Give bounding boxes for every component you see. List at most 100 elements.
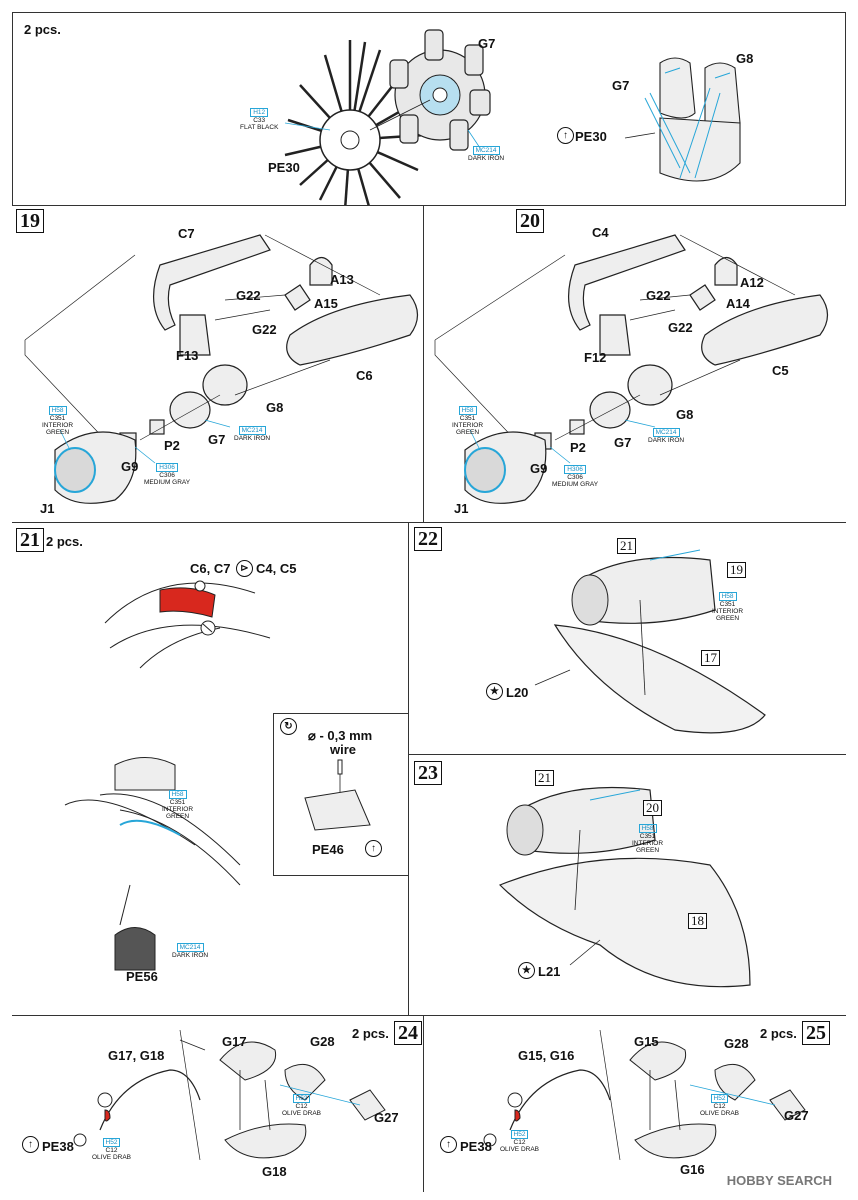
- step-21-parts-right: C4, C5: [256, 561, 297, 576]
- wire-part-drawing: [304, 759, 371, 831]
- pe-arrow-icon: ↑: [22, 1136, 39, 1153]
- ref-step-21: 21: [617, 538, 636, 554]
- label-l20: L20: [506, 685, 529, 700]
- step-19-drawing: [24, 234, 419, 504]
- step-21-number: 21: [16, 528, 44, 552]
- label-c7: C7: [178, 226, 195, 241]
- step-24-drawing: [73, 1029, 386, 1161]
- label-g22-b: G22: [252, 322, 277, 337]
- label-pe30: PE30: [268, 160, 300, 175]
- cowl-detail-drawing: [624, 57, 741, 182]
- label-g9: G9: [530, 461, 548, 476]
- step-24-number: 24: [394, 1021, 422, 1045]
- step-21-parts-left: C6, C7: [190, 561, 231, 576]
- label-a13: A13: [330, 272, 354, 287]
- label-g7: G7: [614, 435, 632, 450]
- label-g7: G7: [478, 36, 496, 51]
- pe-arrow-icon: ↑: [557, 127, 574, 144]
- alternate-version-icon: ⊳: [236, 560, 253, 577]
- label-g7-detail: G7: [612, 78, 630, 93]
- star-icon: ★: [486, 683, 503, 700]
- step-22-panel: [408, 522, 846, 755]
- label-g15: G15: [634, 1034, 659, 1049]
- label-g22-a: G22: [236, 288, 261, 303]
- step-19-number: 19: [16, 209, 44, 233]
- label-j1: J1: [40, 501, 55, 516]
- label-f12: F12: [584, 350, 607, 365]
- label-c5: C5: [772, 363, 789, 378]
- ref-step-18: 18: [688, 913, 707, 929]
- label-g28: G28: [310, 1034, 335, 1049]
- step-22-drawing: [534, 549, 766, 734]
- wire-dimension: ⌀ - 0,3 mm: [308, 728, 373, 743]
- rotate-icon: ↻: [280, 718, 297, 735]
- label-a12: A12: [740, 275, 764, 290]
- label-g27: G27: [374, 1110, 399, 1125]
- label-f13: F13: [176, 348, 199, 363]
- ref-step-17: 17: [701, 650, 720, 666]
- pe-arrow-icon: ↑: [440, 1136, 457, 1153]
- wire-word: wire: [330, 742, 357, 757]
- ref-step-19: 19: [727, 562, 746, 578]
- label-g8: G8: [266, 400, 284, 415]
- label-g17-g18: G17, G18: [108, 1048, 165, 1063]
- step-21-upper-drawing: [104, 580, 271, 669]
- label-g15-g16: G15, G16: [518, 1048, 575, 1063]
- label-g17: G17: [222, 1034, 247, 1049]
- label-j1: J1: [454, 501, 469, 516]
- label-pe56: PE56: [126, 969, 158, 984]
- step-23-number: 23: [414, 761, 442, 785]
- label-c4: C4: [592, 225, 609, 240]
- engine-exploded-drawing: [284, 29, 491, 211]
- label-pe38: PE38: [460, 1139, 492, 1154]
- label-c6: C6: [356, 368, 373, 383]
- step-25-pcs: 2 pcs.: [760, 1026, 797, 1041]
- step-20-drawing: [434, 234, 829, 504]
- label-g9: G9: [121, 459, 139, 474]
- label-g16: G16: [680, 1162, 705, 1177]
- label-g18: G18: [262, 1164, 287, 1179]
- label-p2: P2: [164, 438, 180, 453]
- step-21-pcs: 2 pcs.: [46, 534, 83, 549]
- label-g8: G8: [736, 51, 754, 66]
- step-24-pcs: 2 pcs.: [352, 1026, 389, 1041]
- step-22-number: 22: [414, 527, 442, 551]
- step-21-lower-drawing: [64, 757, 241, 971]
- label-g8: G8: [676, 407, 694, 422]
- label-g27: G27: [784, 1108, 809, 1123]
- label-g7: G7: [208, 432, 226, 447]
- label-p2: P2: [570, 440, 586, 455]
- step-23-drawing: [498, 786, 751, 988]
- label-g22-b: G22: [668, 320, 693, 335]
- label-l21: L21: [538, 964, 561, 979]
- step-25-drawing: [483, 1029, 806, 1161]
- label-pe38: PE38: [42, 1139, 74, 1154]
- ref-step-21: 21: [535, 770, 554, 786]
- pe-arrow-icon: ↑: [365, 840, 382, 857]
- label-a14: A14: [726, 296, 750, 311]
- label-pe30-detail: PE30: [575, 129, 607, 144]
- label-g28: G28: [724, 1036, 749, 1051]
- step-20-number: 20: [516, 209, 544, 233]
- label-a15: A15: [314, 296, 338, 311]
- step-25-number: 25: [802, 1021, 830, 1045]
- ref-step-20: 20: [643, 800, 662, 816]
- star-icon: ★: [518, 962, 535, 979]
- label-g22-a: G22: [646, 288, 671, 303]
